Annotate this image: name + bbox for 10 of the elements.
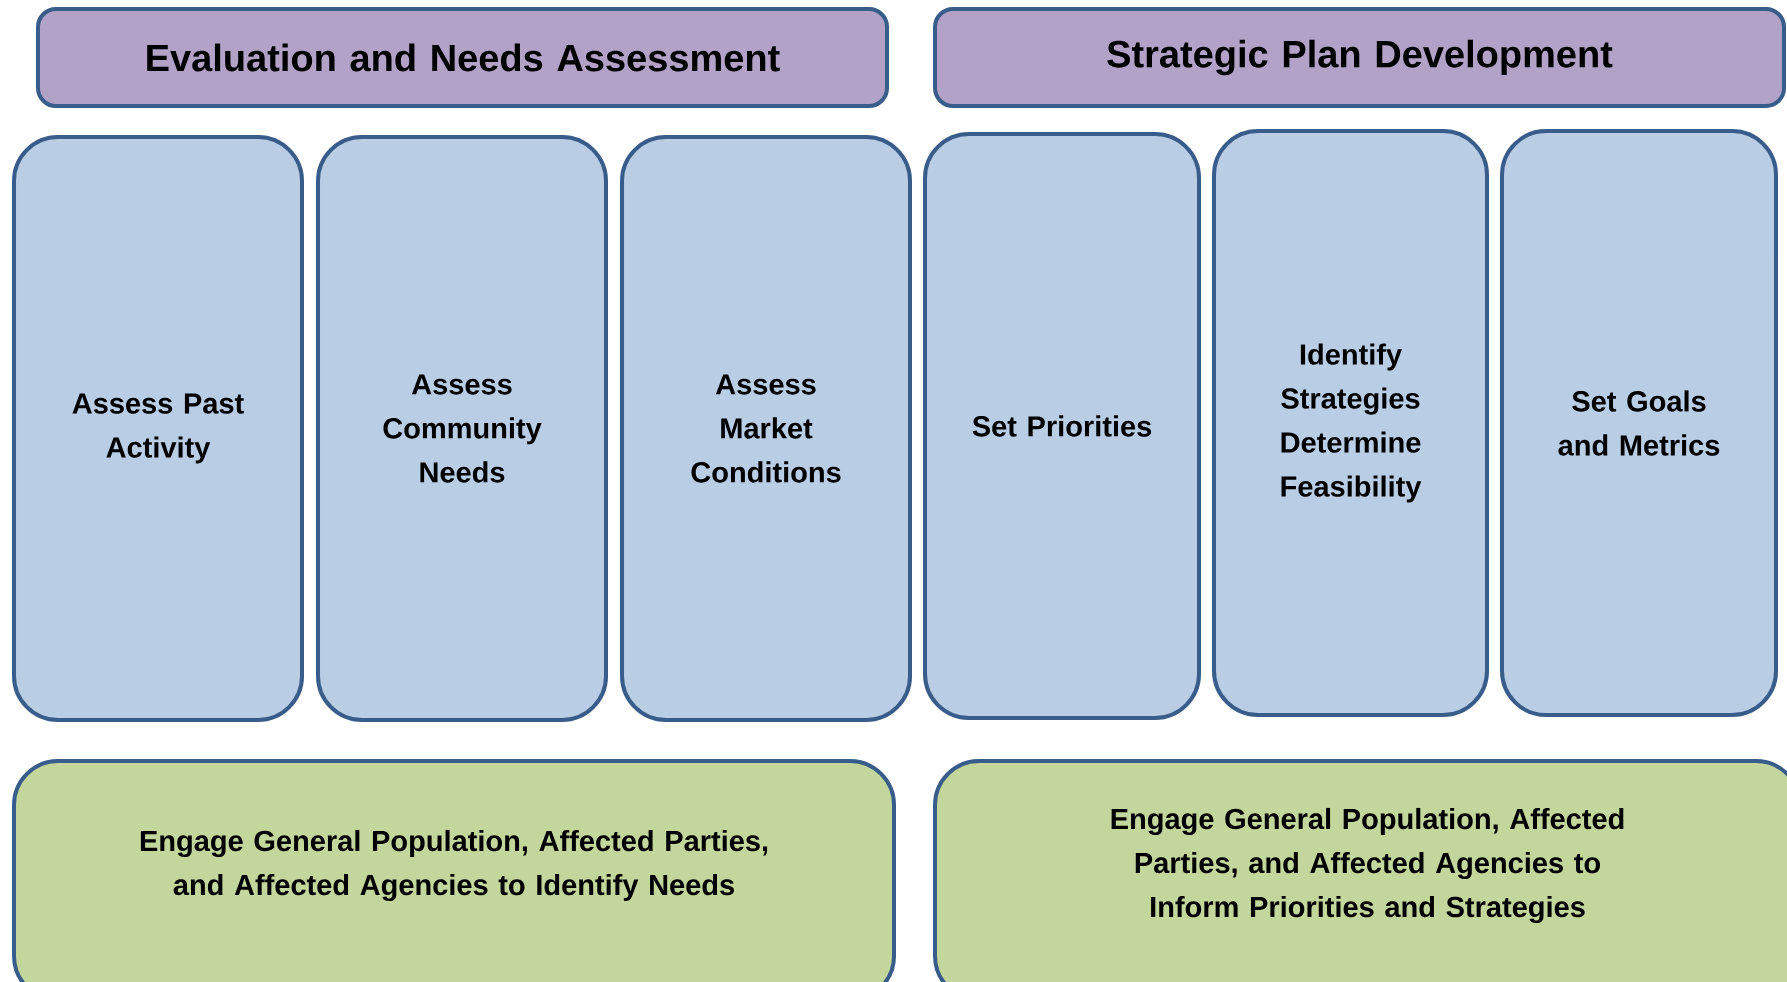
header-bar: Evaluation and Needs Assessment [36,7,889,108]
header-bar: Strategic Plan Development [933,7,1786,108]
step-box: Identify Strategies Determine Feasibility [1212,129,1489,717]
engagement-box: Engage General Population, Affected Parties, and Affected Agencies to Identify Needs [12,759,896,982]
step-box: Assess Community Needs [316,135,608,722]
step-box: Set Goals and Metrics [1500,129,1778,717]
step-box: Assess Market Conditions [620,135,912,722]
engagement-box: Engage General Population, Affected Parties, and Affected Agencies to Inform Priorities and Strategies [933,759,1787,982]
step-box: Assess Past Activity [12,135,304,722]
step-box: Set Priorities [923,132,1201,720]
